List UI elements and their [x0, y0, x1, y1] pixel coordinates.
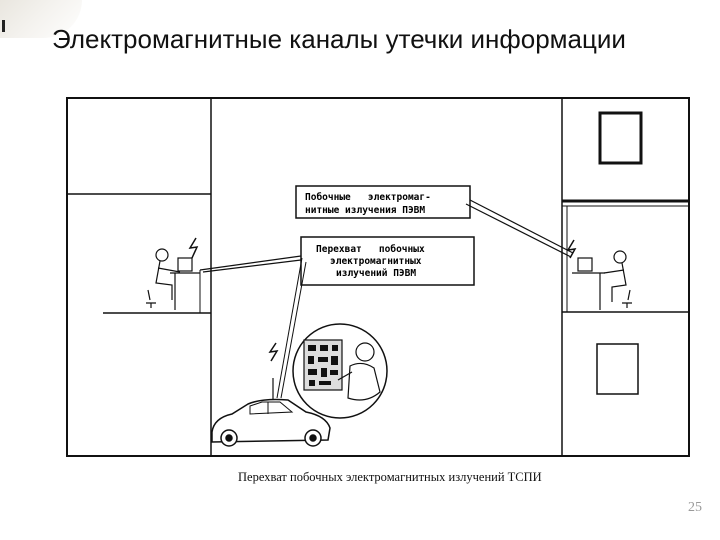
left-emission-line-2 [202, 259, 302, 273]
interception-label-box [300, 236, 475, 286]
interception-text-2: электромагнитных [330, 256, 422, 267]
car-emission-spark [268, 342, 279, 362]
corner-mark [2, 20, 5, 32]
right-upper-window [598, 111, 643, 165]
interception-line-a [276, 257, 303, 399]
side-emissions-label-box [295, 185, 471, 219]
left-emission-line [199, 255, 302, 271]
slide-title: Электромагнитные каналы утечки информаци… [52, 24, 626, 54]
left-operator-icon [146, 248, 200, 310]
side-emissions-text-2: нитные излучения ПЭВМ [305, 205, 425, 216]
left-emission-spark [188, 237, 199, 259]
interception-equipment-inset [292, 323, 388, 419]
interception-line-b [280, 261, 307, 399]
interception-text-3: излучений ПЭВМ [336, 268, 416, 279]
interception-car-icon [211, 398, 331, 447]
interception-text-1: Перехват побочных [316, 244, 425, 255]
right-emission-spark [566, 239, 577, 259]
diagram-frame [66, 97, 690, 457]
diagram-caption: Перехват побочных электромагнитных излуч… [238, 470, 542, 484]
right-operator-icon [572, 250, 632, 310]
side-emissions-text-1: Побочные электромаг- [305, 192, 431, 203]
right-emission-line [469, 199, 574, 254]
right-emission-line-2 [465, 203, 572, 258]
right-lower-window [596, 343, 639, 395]
page-number: 25 [688, 500, 702, 515]
